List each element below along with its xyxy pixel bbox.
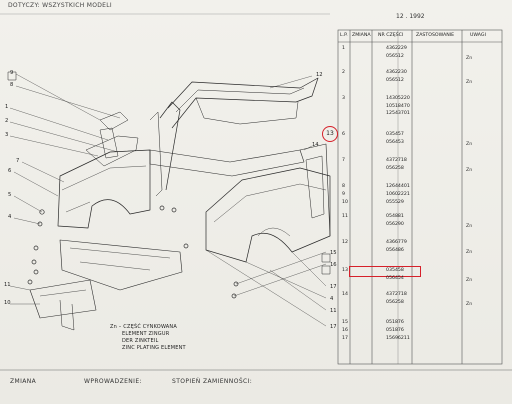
table-cell-part-number: 14305220: [386, 96, 410, 101]
table-cell-uwagi: Zn: [466, 278, 473, 283]
table-cell-part-number: 12543701: [386, 111, 410, 116]
table-cell-lp: 17: [342, 336, 348, 341]
table-cell-lp: 14: [342, 292, 348, 297]
table-cell-lp: 10: [342, 200, 348, 205]
table-cell-uwagi: Zn: [466, 56, 473, 61]
table-cell-part-number: 4362229: [386, 46, 407, 51]
diagram-label: 12: [316, 72, 323, 78]
table-cell-part-number: 056512: [386, 53, 404, 59]
table-cell-part-number: 035458: [386, 268, 404, 273]
diagram-label: 9: [10, 70, 14, 76]
zn-legend-line: Zn – CZĘŚĆ CYNKOWANA: [110, 324, 177, 330]
table-cell-part-number: 056258: [386, 299, 404, 305]
table-cell-part-number: 056290: [386, 221, 404, 227]
table-cell-part-number: 054881: [386, 214, 404, 219]
diagram-label: 15: [330, 250, 337, 256]
diagram-label: 6: [8, 168, 12, 174]
table-cell-uwagi: Zn: [466, 142, 473, 147]
footer-stopien: STOPIEŃ ZAMIENNOŚCI:: [172, 378, 253, 385]
table-cell-part-number: 12644401: [386, 184, 410, 189]
table-cell-lp: 7: [342, 158, 345, 163]
table-cell-uwagi: Zn: [466, 168, 473, 173]
table-cell-part-number: 4372718: [386, 292, 407, 297]
diagram-label: 8: [10, 82, 14, 88]
table-cell-uwagi: Zn: [466, 224, 473, 229]
table-cell-lp: 9: [342, 192, 345, 197]
diagram-label: 10: [4, 300, 11, 306]
table-cell-uwagi: Zn: [466, 250, 473, 255]
table-cell-uwagi: Zn: [466, 80, 473, 85]
col-header-zmiana: ZMIANA: [352, 33, 371, 38]
table-cell-part-number: 10602221: [386, 192, 410, 197]
table-cell-lp: 3: [342, 96, 345, 101]
col-header-lp: L.P.: [340, 33, 348, 38]
diagram-label: 3: [5, 132, 9, 138]
callout-13-marker: 13: [322, 126, 338, 142]
zn-legend-line: ZINC PLATING ELEMENT: [122, 345, 186, 351]
diagram-label: 17: [330, 324, 337, 330]
table-cell-part-number: 4372718: [386, 158, 407, 163]
table-cell-lp: 16: [342, 328, 348, 333]
diagram-label: 11: [330, 308, 337, 314]
table-cell-part-number: 15696211: [386, 336, 410, 341]
table-cell-lp: 11: [342, 214, 348, 219]
table-cell-lp: 8: [342, 184, 345, 189]
table-cell-part-number: 056486: [386, 247, 404, 253]
footer-wprowadzenie: WPROWADZENIE:: [84, 378, 142, 385]
table-cell-lp: 6: [342, 132, 345, 137]
highlight-row-13: [349, 266, 421, 277]
table-cell-part-number: 4366779: [386, 240, 407, 245]
table-cell-part-number: 055529: [386, 200, 404, 205]
table-cell-lp: 12: [342, 240, 348, 245]
diagram-label: 16: [330, 262, 337, 268]
table-cell-lp: 2: [342, 70, 345, 75]
table-cell-part-number: 056258: [386, 165, 404, 171]
table-cell-part-number: 056454: [386, 275, 404, 281]
page-header-title: DOTYCZY: WSZYSTKICH MODELI: [8, 2, 112, 9]
diagram-label: 4: [8, 214, 12, 220]
zn-legend-line: ELEMENT ZINGUR: [122, 331, 170, 337]
table-cell-uwagi: Zn: [466, 302, 473, 307]
diagram-label: 5: [8, 192, 12, 198]
diagram-label: 4: [330, 296, 334, 302]
zn-legend-line: DER ZINKTEIL: [122, 338, 159, 344]
diagram-label: 17: [330, 284, 337, 290]
table-cell-part-number: 051876: [386, 320, 404, 325]
table-cell-part-number: 4362230: [386, 70, 407, 75]
table-cell-lp: 1: [342, 46, 345, 51]
diagram-label: 7: [16, 158, 20, 164]
table-cell-part-number: 056453: [386, 139, 404, 145]
footer-zmiana: ZMIANA: [10, 378, 37, 385]
col-header-uwagi: UWAGI: [470, 33, 486, 38]
page-date: 12 . 1992: [396, 13, 425, 20]
table-cell-part-number: 056512: [386, 77, 404, 83]
col-header-nr: NR CZĘŚCI: [378, 33, 404, 38]
diagram-label: 1: [5, 104, 9, 110]
table-cell-part-number: 10518470: [386, 103, 410, 109]
diagram-label: 14: [312, 142, 319, 148]
diagram-label: 2: [5, 118, 9, 124]
table-cell-lp: 15: [342, 320, 348, 325]
col-header-zastosowanie: ZASTOSOWANIE: [416, 33, 455, 38]
table-cell-part-number: 035457: [386, 132, 404, 137]
diagram-label: 11: [4, 282, 11, 288]
table-cell-part-number: 051876: [386, 328, 404, 333]
table-cell-lp: 13: [342, 268, 348, 273]
